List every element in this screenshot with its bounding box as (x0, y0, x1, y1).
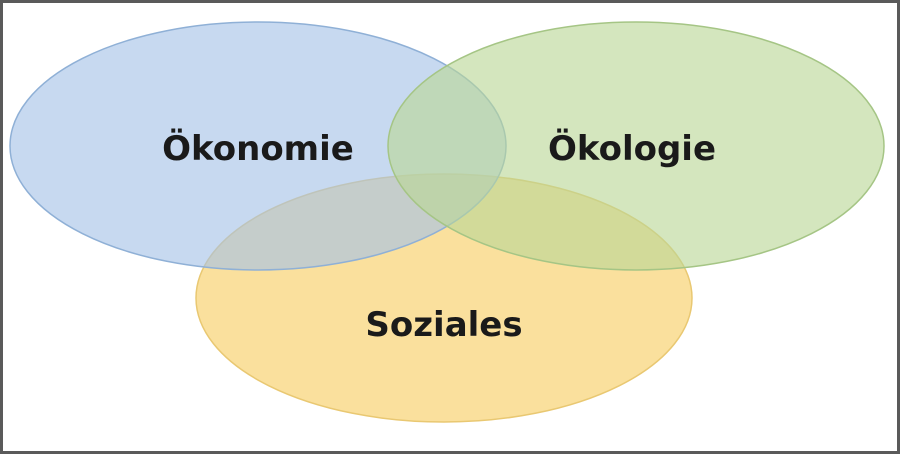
label-soziales: Soziales (365, 305, 522, 345)
label-oekologie: Ökologie (548, 128, 716, 169)
venn-circle-oekologie (387, 21, 885, 271)
label-oekonomie: Ökonomie (162, 128, 354, 169)
